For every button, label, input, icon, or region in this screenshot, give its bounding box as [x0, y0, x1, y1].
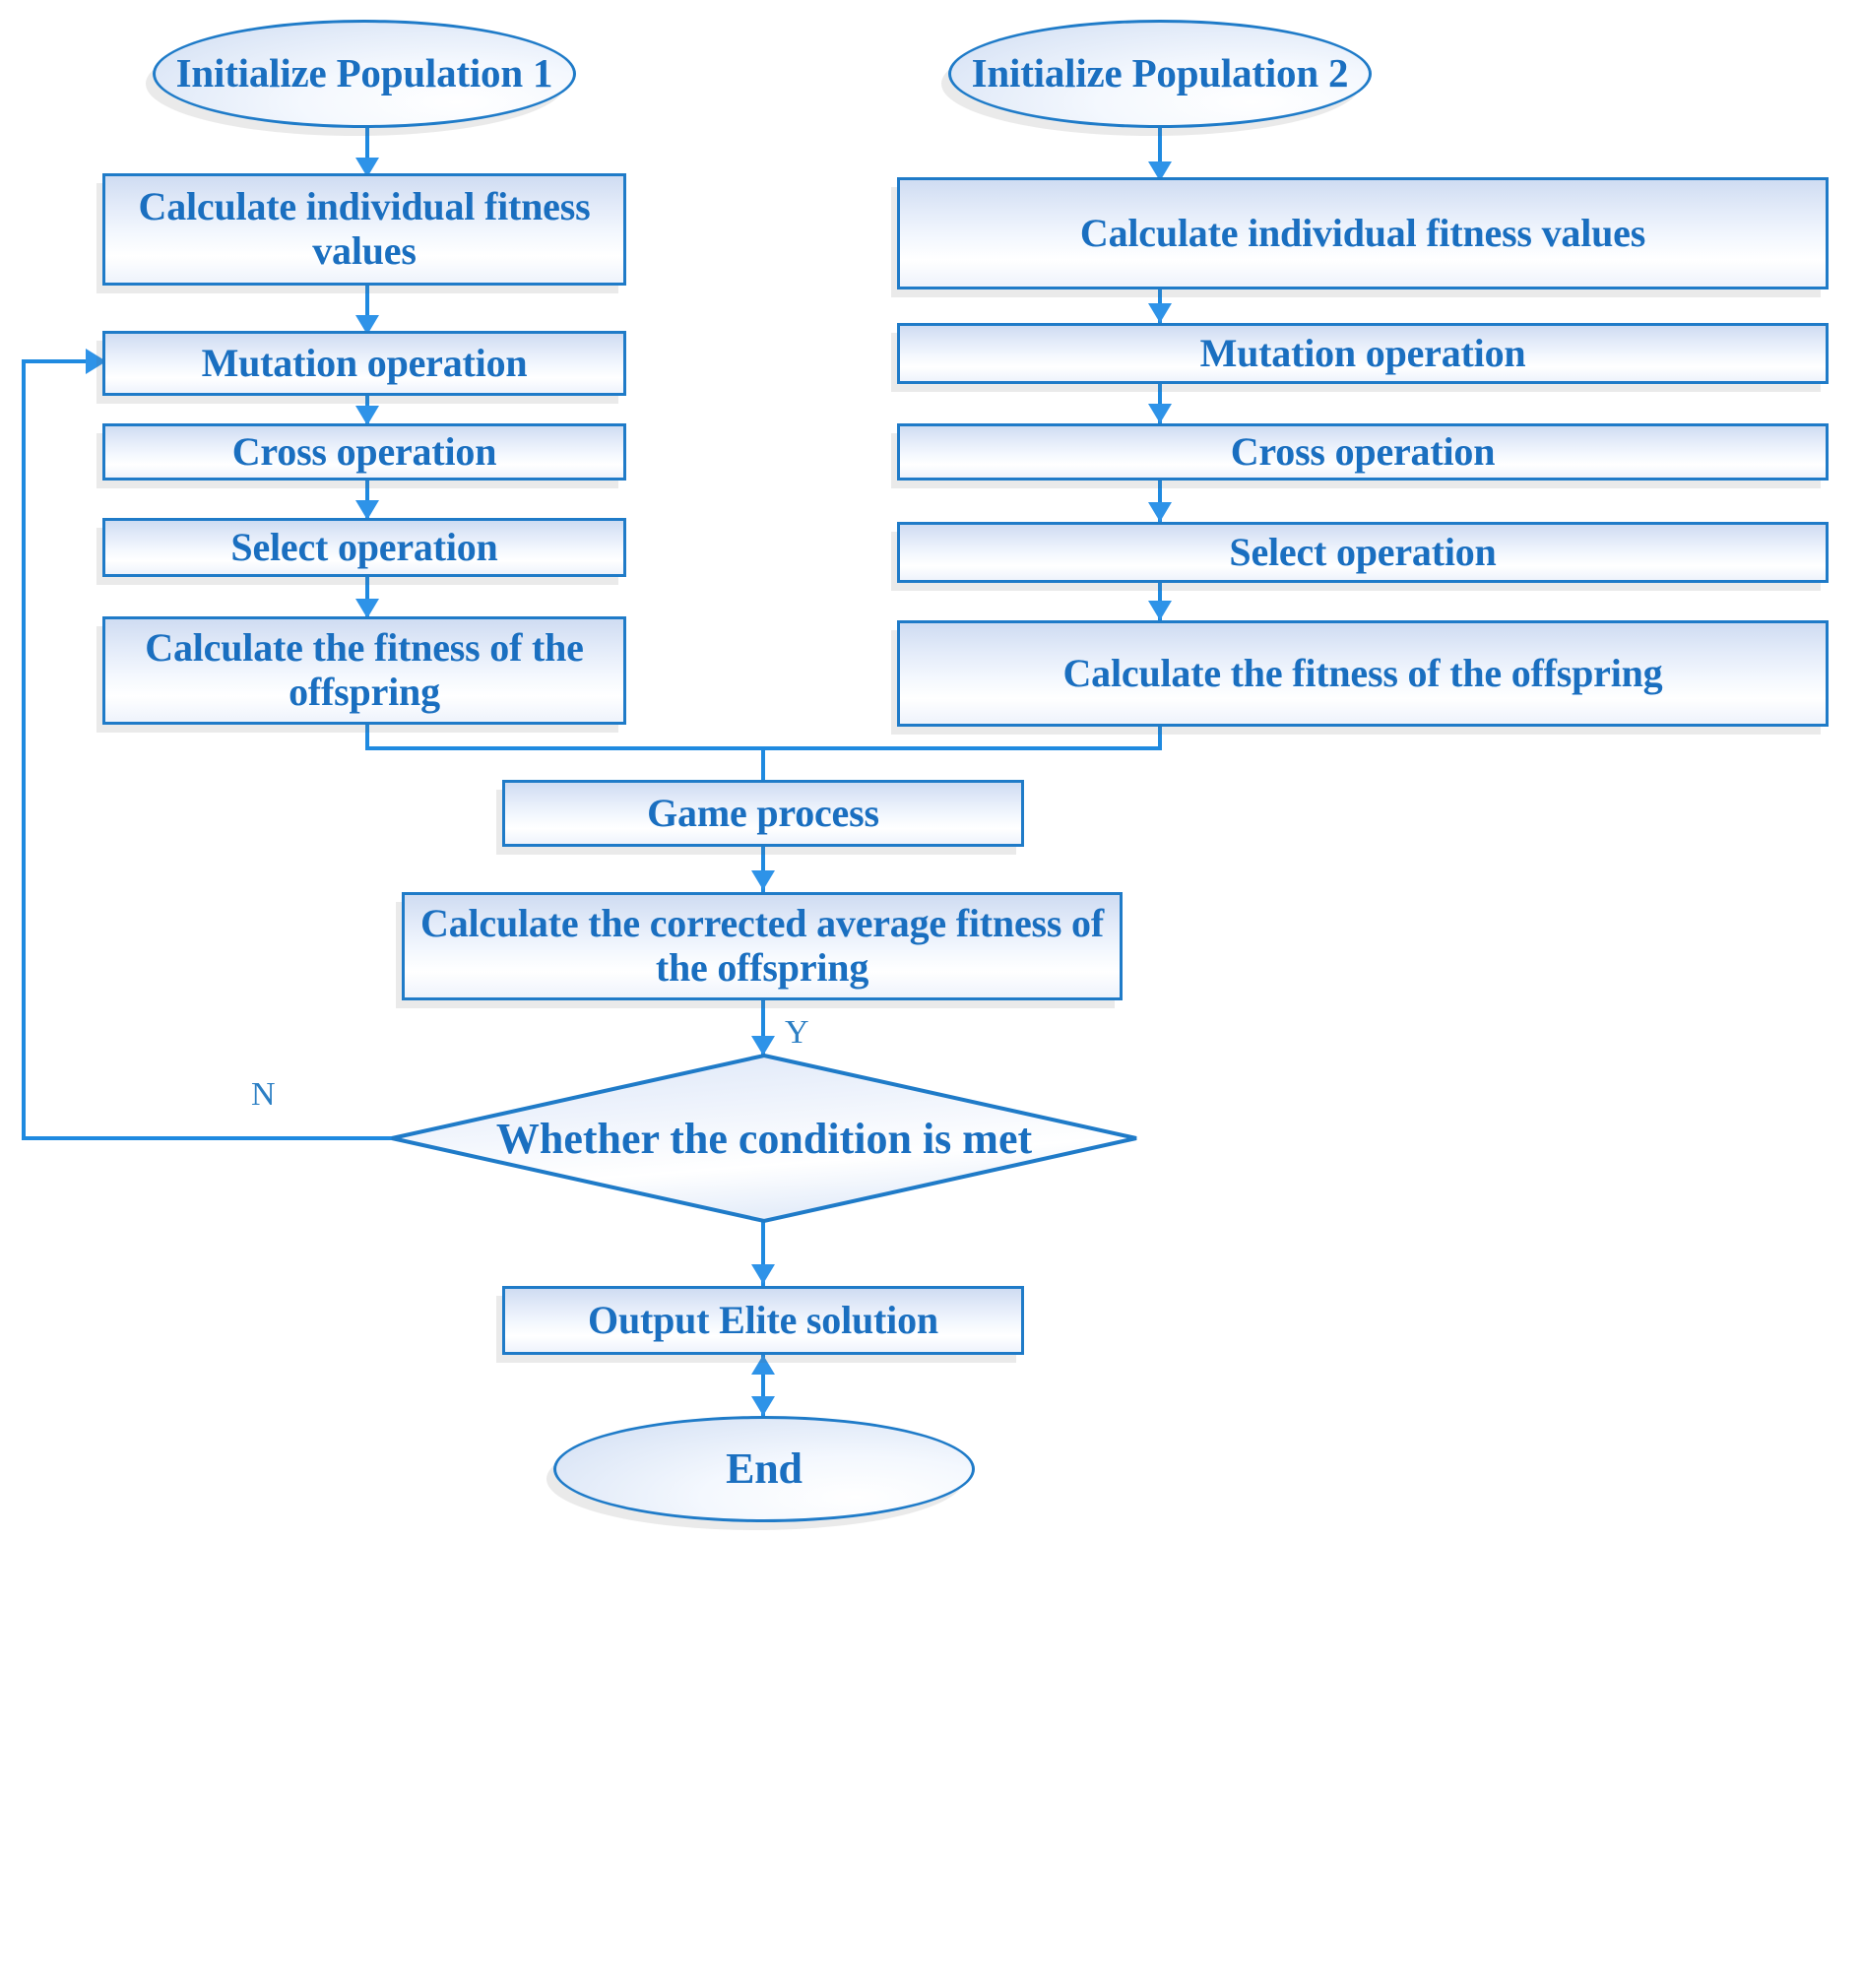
node-corrected-fitness[interactable]: Calculate the corrected average fitness … — [402, 892, 1123, 1000]
decision-label: Whether the condition is met — [495, 1114, 1033, 1163]
arrowhead-right-cross-to-select — [1148, 502, 1172, 522]
arrowhead-start-left-to-fitness — [355, 158, 379, 177]
arrowhead-left-cross-to-select — [355, 500, 379, 520]
node-decision[interactable]: Whether the condition is met — [391, 1053, 1137, 1224]
node-right-mutation[interactable]: Mutation operation — [897, 323, 1829, 384]
node-output-elite-solution[interactable]: Output Elite solution — [502, 1286, 1024, 1355]
branch-label-yes: Y — [785, 1014, 809, 1051]
arrowhead-no-to-mutation — [86, 349, 106, 374]
edge-decision-to-output — [761, 1221, 765, 1286]
arrowhead-output-to-end — [751, 1396, 775, 1416]
arrowhead-left-select-to-offspring — [355, 599, 379, 618]
edge-left-fitness-to-mutation — [365, 286, 369, 331]
node-game-process[interactable]: Game process — [502, 780, 1024, 847]
edge-output-to-end — [761, 1355, 765, 1416]
edge-no-vertical — [22, 361, 26, 1140]
node-end[interactable]: End — [553, 1416, 975, 1522]
node-start-left[interactable]: Initialize Population 1 — [153, 20, 576, 128]
arrowhead-game-to-corrected — [751, 870, 775, 890]
node-left-fitness[interactable]: Calculate individual fitness values — [102, 173, 626, 286]
node-left-offspring[interactable]: Calculate the fitness of the offspring — [102, 616, 626, 725]
arrowhead-end-to-output — [751, 1355, 775, 1375]
edge-game-to-corrected — [761, 847, 765, 892]
branch-label-no: N — [251, 1076, 276, 1113]
edge-no-horizontal-out — [22, 1136, 394, 1140]
arrowhead-corrected-to-decision — [751, 1036, 775, 1056]
edge-merge-to-game — [761, 746, 765, 780]
arrowhead-left-fitness-to-mutation — [355, 315, 379, 335]
decision-diamond-shape — [391, 1053, 1137, 1224]
arrowhead-right-fitness-to-mutation — [1148, 303, 1172, 323]
node-right-cross[interactable]: Cross operation — [897, 423, 1829, 481]
arrowhead-left-mutation-to-cross — [355, 406, 379, 425]
node-left-cross[interactable]: Cross operation — [102, 423, 626, 481]
node-right-fitness[interactable]: Calculate individual fitness values — [897, 177, 1829, 289]
node-left-mutation[interactable]: Mutation operation — [102, 331, 626, 396]
node-left-select[interactable]: Select operation — [102, 518, 626, 577]
edge-start-left-to-fitness — [365, 126, 369, 173]
node-start-right[interactable]: Initialize Population 2 — [948, 20, 1372, 128]
edge-corrected-to-decision — [761, 1000, 765, 1058]
edge-left-cross-to-select — [365, 481, 369, 518]
edge-right-cross-to-select — [1158, 481, 1162, 522]
edge-start-right-to-fitness — [1158, 126, 1162, 177]
arrowhead-decision-to-output — [751, 1264, 775, 1284]
arrowhead-right-mutation-to-cross — [1148, 404, 1172, 423]
node-right-offspring[interactable]: Calculate the fitness of the offspring — [897, 620, 1829, 727]
edge-no-horizontal-in — [22, 359, 93, 363]
node-right-select[interactable]: Select operation — [897, 522, 1829, 583]
arrowhead-start-right-to-fitness — [1148, 161, 1172, 181]
arrowhead-right-select-to-offspring — [1148, 601, 1172, 620]
